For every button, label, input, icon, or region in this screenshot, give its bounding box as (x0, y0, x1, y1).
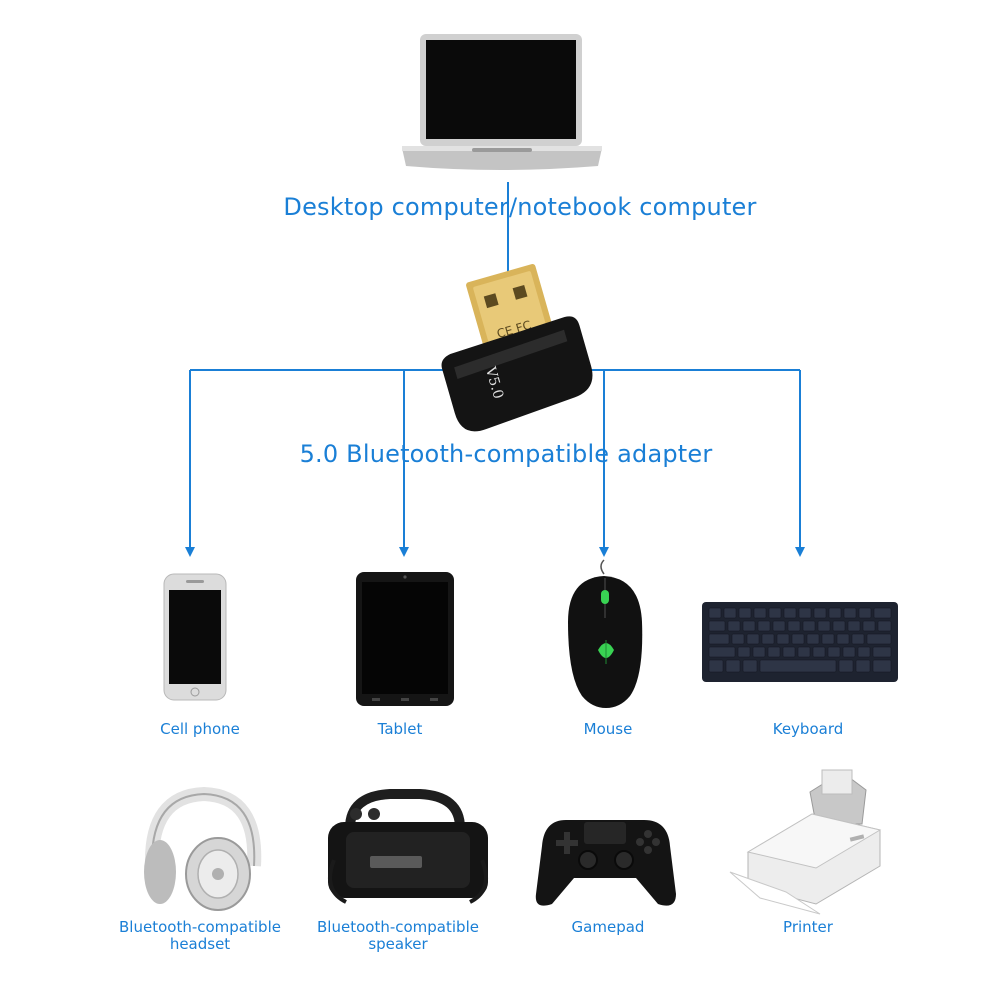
speaker-label-line1: Bluetooth-compatible (317, 918, 479, 936)
usb-bluetooth-adapter-icon: CE FC V5.0 (441, 263, 593, 432)
printer-icon (729, 769, 882, 915)
mouse-icon (568, 559, 643, 708)
tablet-icon (356, 572, 454, 706)
gamepad-label: Gamepad (571, 918, 645, 936)
speaker-icon (328, 789, 488, 904)
speaker-label-line2: speaker (368, 935, 428, 953)
headset-label-line2: headset (169, 935, 231, 953)
headset-label-line1: Bluetooth-compatible (119, 918, 281, 936)
cell-phone-label: Cell phone (160, 720, 240, 738)
tablet-label: Tablet (377, 720, 423, 738)
adapter-label: 5.0 Bluetooth-compatible adapter (299, 440, 713, 468)
keyboard-label: Keyboard (772, 720, 844, 738)
printer-label: Printer (783, 918, 833, 936)
computer-label: Desktop computer/notebook computer (283, 193, 757, 221)
keyboard-icon (702, 602, 898, 682)
cell-phone-icon (163, 573, 227, 701)
gamepad-icon (535, 820, 676, 906)
mouse-label: Mouse (583, 720, 633, 738)
headset-label: Bluetooth-compatible headset (100, 919, 300, 953)
laptop-icon (402, 34, 602, 170)
headset-icon (144, 786, 262, 911)
speaker-label: Bluetooth-compatible speaker (298, 919, 498, 953)
